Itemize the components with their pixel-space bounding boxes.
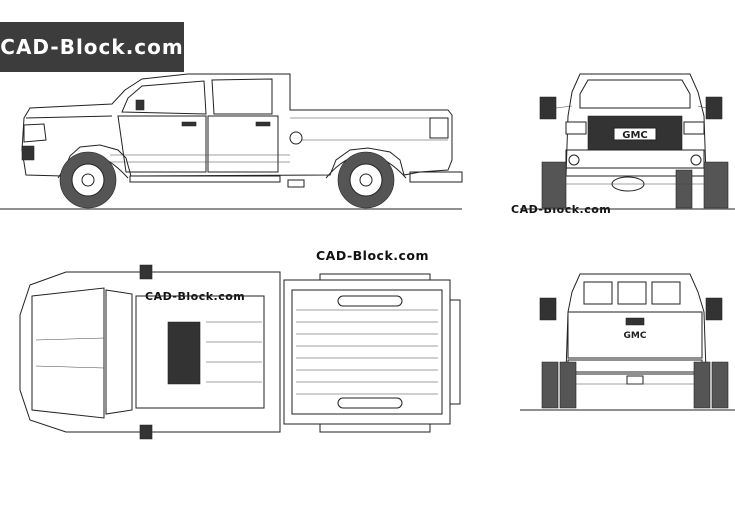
hood <box>32 288 104 418</box>
rear-door-handle <box>256 122 270 126</box>
front-left-tire <box>542 162 566 208</box>
left-wheel-well <box>338 296 402 306</box>
fuel-door <box>290 132 302 144</box>
tail-light <box>430 118 448 138</box>
rear-window-left <box>584 282 612 304</box>
right-tow-mirror <box>706 97 722 119</box>
tailgate-handle <box>626 318 644 325</box>
windshield-top <box>106 290 132 414</box>
cab-roof <box>136 296 264 408</box>
rear-window-right <box>652 282 680 304</box>
top-right-mirror <box>140 425 152 439</box>
side-step <box>288 180 304 187</box>
sunroof <box>168 322 200 384</box>
running-board <box>130 176 280 182</box>
front-gmc-badge: GMC <box>622 130 648 141</box>
front-grille-badge-box <box>614 128 656 140</box>
top-view-watermark: CAD-Block.com <box>316 248 430 263</box>
tailgate-top <box>450 300 460 404</box>
side-view <box>0 74 462 209</box>
cad-block-banner: CAD-Block.com <box>0 22 184 72</box>
rear-left-outer-tire <box>542 362 558 408</box>
rear-window-center <box>618 282 646 304</box>
side-mirror <box>136 100 144 110</box>
hitch <box>627 376 643 384</box>
rear-step <box>410 172 462 182</box>
front-door-window <box>122 81 206 114</box>
windshield <box>580 80 690 108</box>
rear-right-mirror <box>706 298 722 320</box>
front-grille-side <box>22 146 34 160</box>
front-view: GMC <box>520 74 735 209</box>
rear-left-mirror <box>540 298 556 320</box>
top-view <box>20 265 460 439</box>
rear-right-outer-tire <box>712 362 728 408</box>
rear-right-inner-tire <box>694 362 710 408</box>
top-left-mirror <box>140 265 152 279</box>
rear-left-inner-tire <box>560 362 576 408</box>
front-door-handle <box>182 122 196 126</box>
rear-view: GMC <box>520 274 735 410</box>
left-headlight <box>566 122 586 134</box>
tailgate <box>568 312 702 358</box>
right-wheel-well <box>338 398 402 408</box>
right-headlight <box>684 122 704 134</box>
rear-gmc-badge: GMC <box>624 331 647 341</box>
front-right-tire <box>704 162 728 208</box>
left-tow-mirror <box>540 97 556 119</box>
rear-door-window <box>212 79 272 114</box>
front-bumper <box>566 150 704 168</box>
